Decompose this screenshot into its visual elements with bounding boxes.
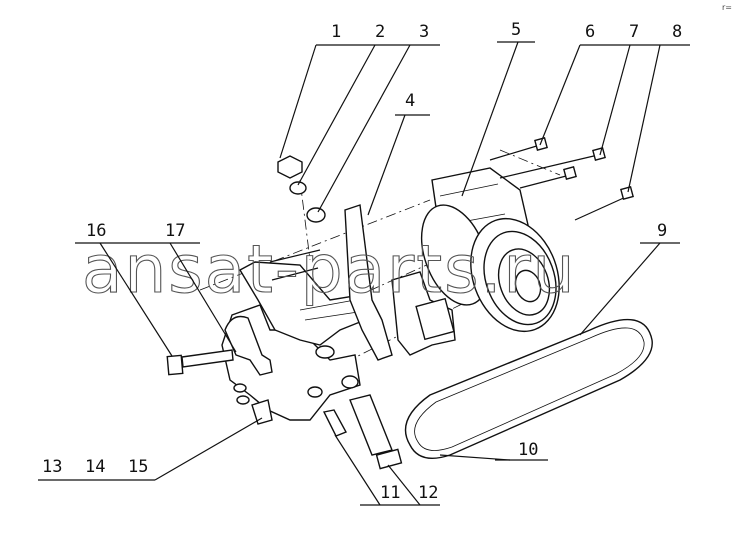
callout-9: 9 — [657, 221, 667, 241]
callout-15: 15 — [128, 457, 148, 477]
corner-mark: r= — [722, 3, 732, 12]
callout-4: 4 — [405, 91, 415, 111]
callout-1: 1 — [331, 22, 341, 42]
callout-17: 17 — [165, 221, 185, 241]
callout-3: 3 — [419, 22, 429, 42]
callout-2: 2 — [375, 22, 385, 42]
callout-14: 14 — [85, 457, 105, 477]
callout-8: 8 — [672, 22, 682, 42]
callout-11: 11 — [380, 483, 400, 503]
motor-pulley-assembly — [420, 167, 560, 333]
left-bolt — [166, 349, 234, 376]
bottom-bolts — [322, 394, 403, 470]
callout-10: 10 — [518, 440, 538, 460]
callout-13: 13 — [42, 457, 62, 477]
v-belt — [404, 318, 653, 459]
leader-lines — [38, 41, 690, 506]
long-bolts — [489, 137, 634, 221]
bottom-left-fasteners — [233, 383, 273, 425]
callout-labels: 1 2 3 4 5 6 7 8 9 10 11 12 13 14 15 16 1… — [42, 20, 682, 503]
mounting-bracket — [221, 261, 366, 421]
nut-washer-stack — [269, 155, 326, 281]
callout-12: 12 — [418, 483, 438, 503]
callout-7: 7 — [629, 22, 639, 42]
callout-6: 6 — [585, 22, 595, 42]
support-plate — [344, 204, 456, 361]
callout-16: 16 — [86, 221, 106, 241]
callout-5: 5 — [511, 20, 521, 40]
